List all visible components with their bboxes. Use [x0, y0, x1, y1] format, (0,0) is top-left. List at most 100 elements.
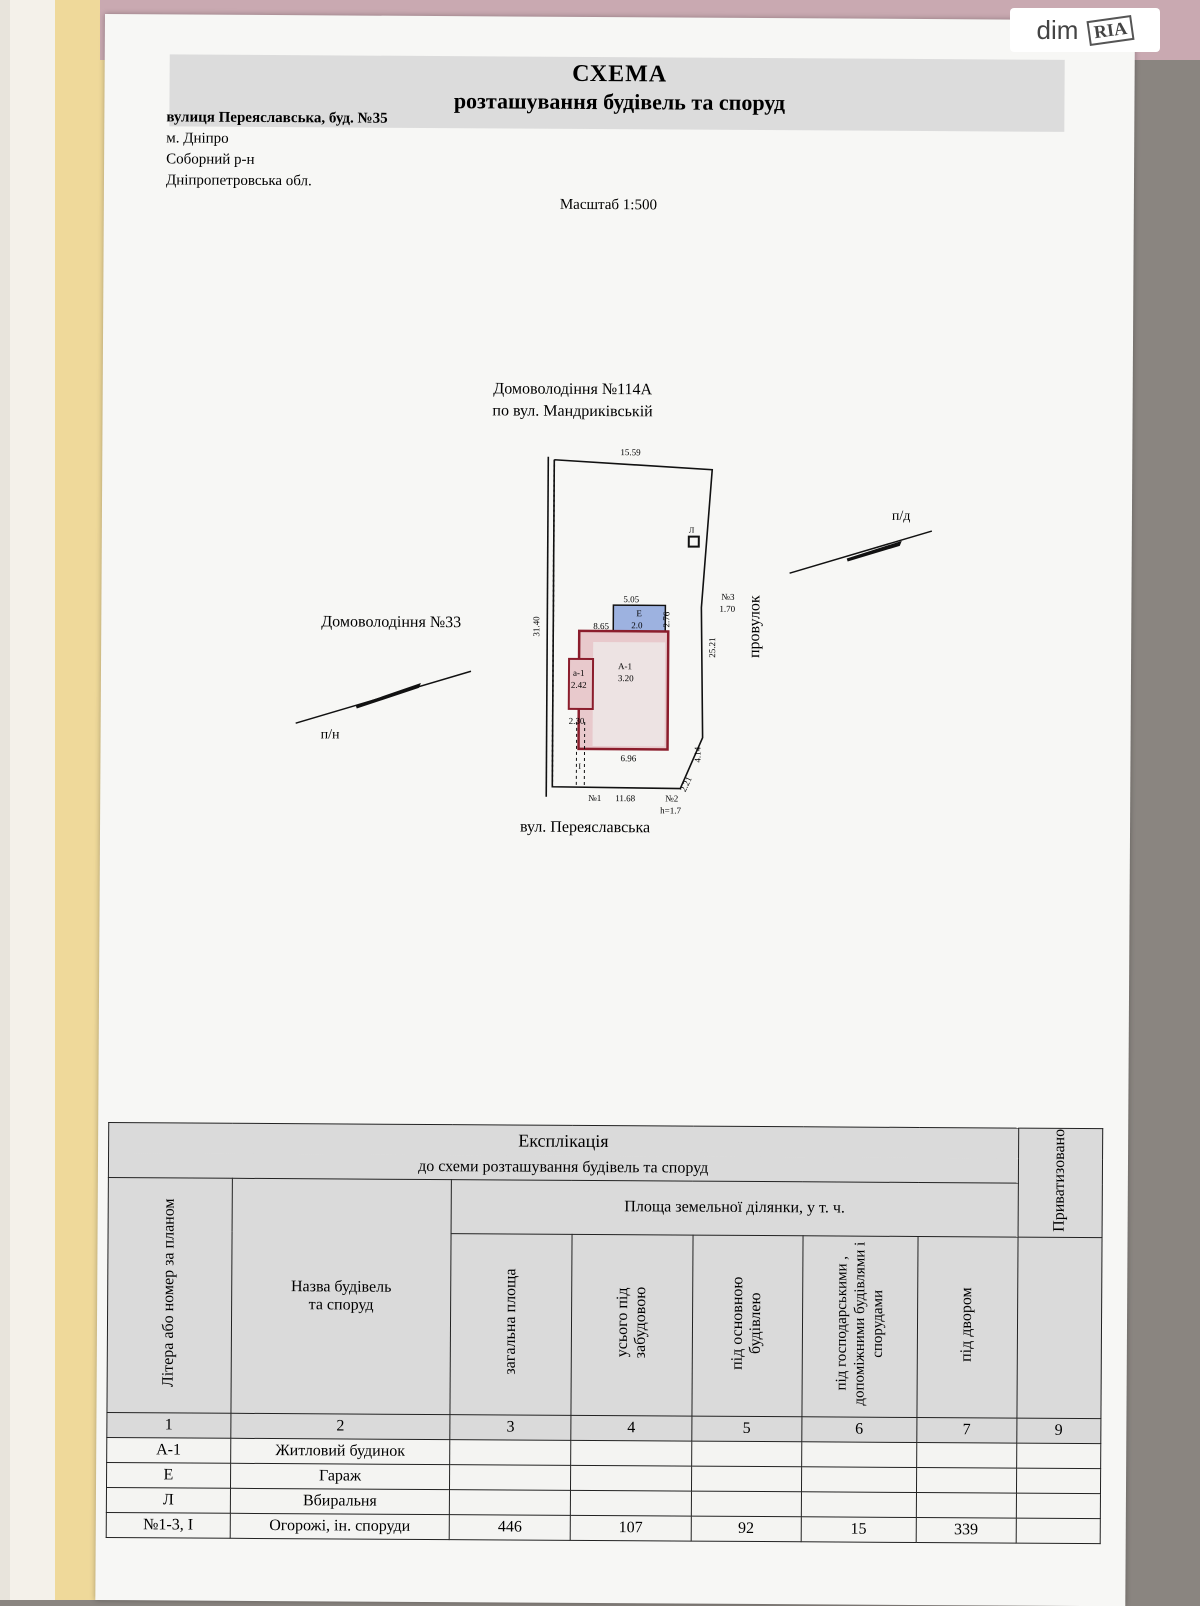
row-main	[691, 1491, 801, 1517]
row-built	[570, 1465, 691, 1491]
row-built	[570, 1490, 691, 1516]
background-paper-stack	[10, 0, 61, 1600]
row-main	[692, 1441, 802, 1467]
dim-bottom: 11.68	[615, 793, 635, 803]
col-main: під основною будівлею	[692, 1235, 803, 1417]
neighbor-top-label: Домоволодіння №114А по вул. Мандриківськ…	[458, 378, 688, 423]
dim-small-side: 2.30	[569, 716, 585, 726]
col-aux: під господарськими , допоміжними будівля…	[802, 1236, 919, 1418]
address-district: Соборний р-н	[166, 149, 387, 171]
label-small-height: 2.42	[571, 680, 587, 690]
col-total-label: загальна площа	[502, 1269, 521, 1375]
dim-right-lower: 4.14	[692, 746, 702, 762]
dim-a-bottom: 6.96	[620, 753, 636, 763]
label-e-height: 2.0	[631, 620, 643, 630]
col-yard: під двором	[917, 1236, 1018, 1418]
row-priv	[1016, 1468, 1101, 1494]
row-aux	[801, 1467, 917, 1493]
col-number: 9	[1016, 1418, 1101, 1444]
row-yard	[916, 1492, 1016, 1518]
marker-n1: №1	[588, 793, 601, 803]
label-e: Е	[636, 608, 642, 618]
address-block: вулиця Переяславська, буд. №35 м. Дніпро…	[166, 107, 388, 192]
building-a1-inner	[593, 642, 666, 746]
dim-diag: 2.21	[678, 775, 694, 794]
row-yard	[917, 1442, 1017, 1468]
north-arrow-right	[790, 530, 932, 574]
scale-label: Масштаб 1:500	[560, 197, 657, 215]
row-priv	[1016, 1493, 1101, 1519]
building-a1	[579, 631, 669, 750]
table-row: №1-3, І Огорожі, ін. споруди 446 107 92 …	[106, 1512, 1100, 1543]
dim-left: 31.40	[531, 616, 541, 637]
row-name: Вбиральня	[230, 1488, 450, 1514]
marker-n3-value: 1.70	[719, 604, 735, 614]
address-region: Дніпропетровська обл.	[166, 170, 387, 192]
row-letter: Е	[106, 1462, 230, 1488]
alley-label: провулок	[746, 595, 764, 658]
document-page: СХЕМА розташування будівель та споруд ву…	[95, 14, 1135, 1606]
row-total	[450, 1465, 571, 1491]
row-priv	[1016, 1518, 1101, 1544]
watermark-site: dim	[1037, 15, 1079, 46]
watermark-logo: dim RIA	[1010, 8, 1160, 52]
row-letter: №1-3, І	[106, 1512, 230, 1538]
label-toilet: Л	[689, 526, 695, 535]
label-small: а-1	[573, 668, 585, 678]
label-a1: А-1	[618, 661, 632, 671]
col-number: 3	[450, 1415, 571, 1441]
col-number: 4	[571, 1415, 692, 1441]
dim-right-upper: 25.21	[707, 637, 717, 657]
col-privatized: Приватизовано	[1018, 1128, 1103, 1237]
col-aux-label: під господарськими , допоміжними будівля…	[832, 1239, 887, 1409]
col-name-label: Назва будівель та споруд	[232, 1278, 451, 1315]
arrow-left-label: п/н	[321, 727, 340, 743]
col-number: 6	[801, 1417, 917, 1443]
row-main: 92	[691, 1516, 801, 1542]
row-total	[450, 1440, 571, 1466]
col-area-group: Площа земельної ділянки, у т. ч.	[451, 1180, 1018, 1237]
col-number: 5	[692, 1416, 802, 1442]
north-arrow-left	[296, 670, 471, 724]
neighbor-top-line1: Домоволодіння №114А	[458, 378, 688, 401]
row-name: Огорожі, ін. споруди	[230, 1513, 450, 1539]
arrow-right-label: п/д	[892, 509, 911, 525]
watermark-brand: RIA	[1087, 14, 1135, 45]
row-name: Гараж	[230, 1463, 450, 1489]
explication-table: Експлікація Приватизовано до схеми розта…	[106, 1122, 1104, 1544]
marker-i: І	[578, 762, 581, 771]
dim-gate-h: h=1.7	[660, 805, 681, 815]
row-total	[450, 1490, 571, 1516]
row-yard: 339	[916, 1517, 1016, 1543]
row-letter: Л	[106, 1487, 230, 1513]
marker-n2: №2	[665, 793, 678, 803]
toilet-icon	[689, 537, 699, 547]
dim-top: 15.59	[620, 447, 641, 457]
row-total: 446	[449, 1515, 570, 1541]
lot-boundary	[546, 457, 712, 798]
dim-e-width: 5.05	[623, 594, 639, 604]
col-yard-label: під двором	[958, 1287, 976, 1362]
col-privatized-label: Приватизовано	[1051, 1129, 1070, 1232]
col-privatized-cont	[1016, 1237, 1102, 1419]
building-small	[569, 659, 593, 709]
row-name: Житловий будинок	[230, 1438, 450, 1464]
row-aux: 15	[801, 1517, 917, 1543]
row-priv	[1016, 1443, 1101, 1469]
address-city: м. Дніпро	[166, 128, 387, 150]
col-number: 1	[107, 1412, 231, 1438]
label-a1-height: 3.20	[618, 673, 634, 683]
col-total: загальна площа	[450, 1234, 572, 1416]
col-built: усього під забудовою	[571, 1234, 693, 1416]
col-letter: Літера або номер за планом	[107, 1178, 232, 1414]
col-main-label: під основною будівлею	[729, 1253, 766, 1393]
street-bottom-label: вул. Переяславська	[520, 819, 650, 838]
neighbor-left-label: Домоволодіння №33	[321, 613, 461, 632]
dim-a-width: 8.65	[593, 621, 609, 631]
row-yard	[917, 1467, 1017, 1493]
col-built-label: усього під забудовою	[614, 1253, 651, 1393]
building-e	[613, 605, 665, 631]
dim-e-side: 2.76	[661, 611, 671, 627]
row-letter: А-1	[107, 1437, 231, 1463]
row-aux	[801, 1442, 917, 1468]
